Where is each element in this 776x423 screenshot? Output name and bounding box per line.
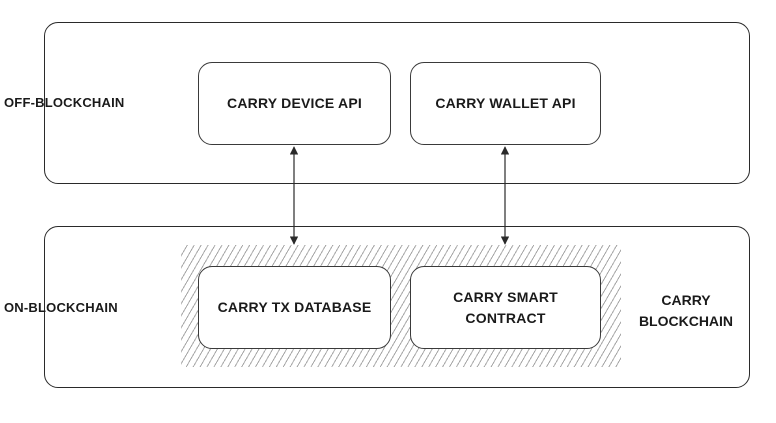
off-blockchain-layer (44, 22, 750, 184)
carry-smart-contract-node: CARRY SMART CONTRACT (410, 266, 601, 349)
carry-device-api-node: CARRY DEVICE API (198, 62, 391, 145)
off-blockchain-label: OFF-BLOCKCHAIN (4, 95, 125, 110)
on-blockchain-label: ON-BLOCKCHAIN (4, 300, 118, 315)
carry-blockchain-label: CARRY BLOCKCHAIN (638, 292, 734, 329)
carry-wallet-api-node: CARRY WALLET API (410, 62, 601, 145)
carry-tx-database-node: CARRY TX DATABASE (198, 266, 391, 349)
